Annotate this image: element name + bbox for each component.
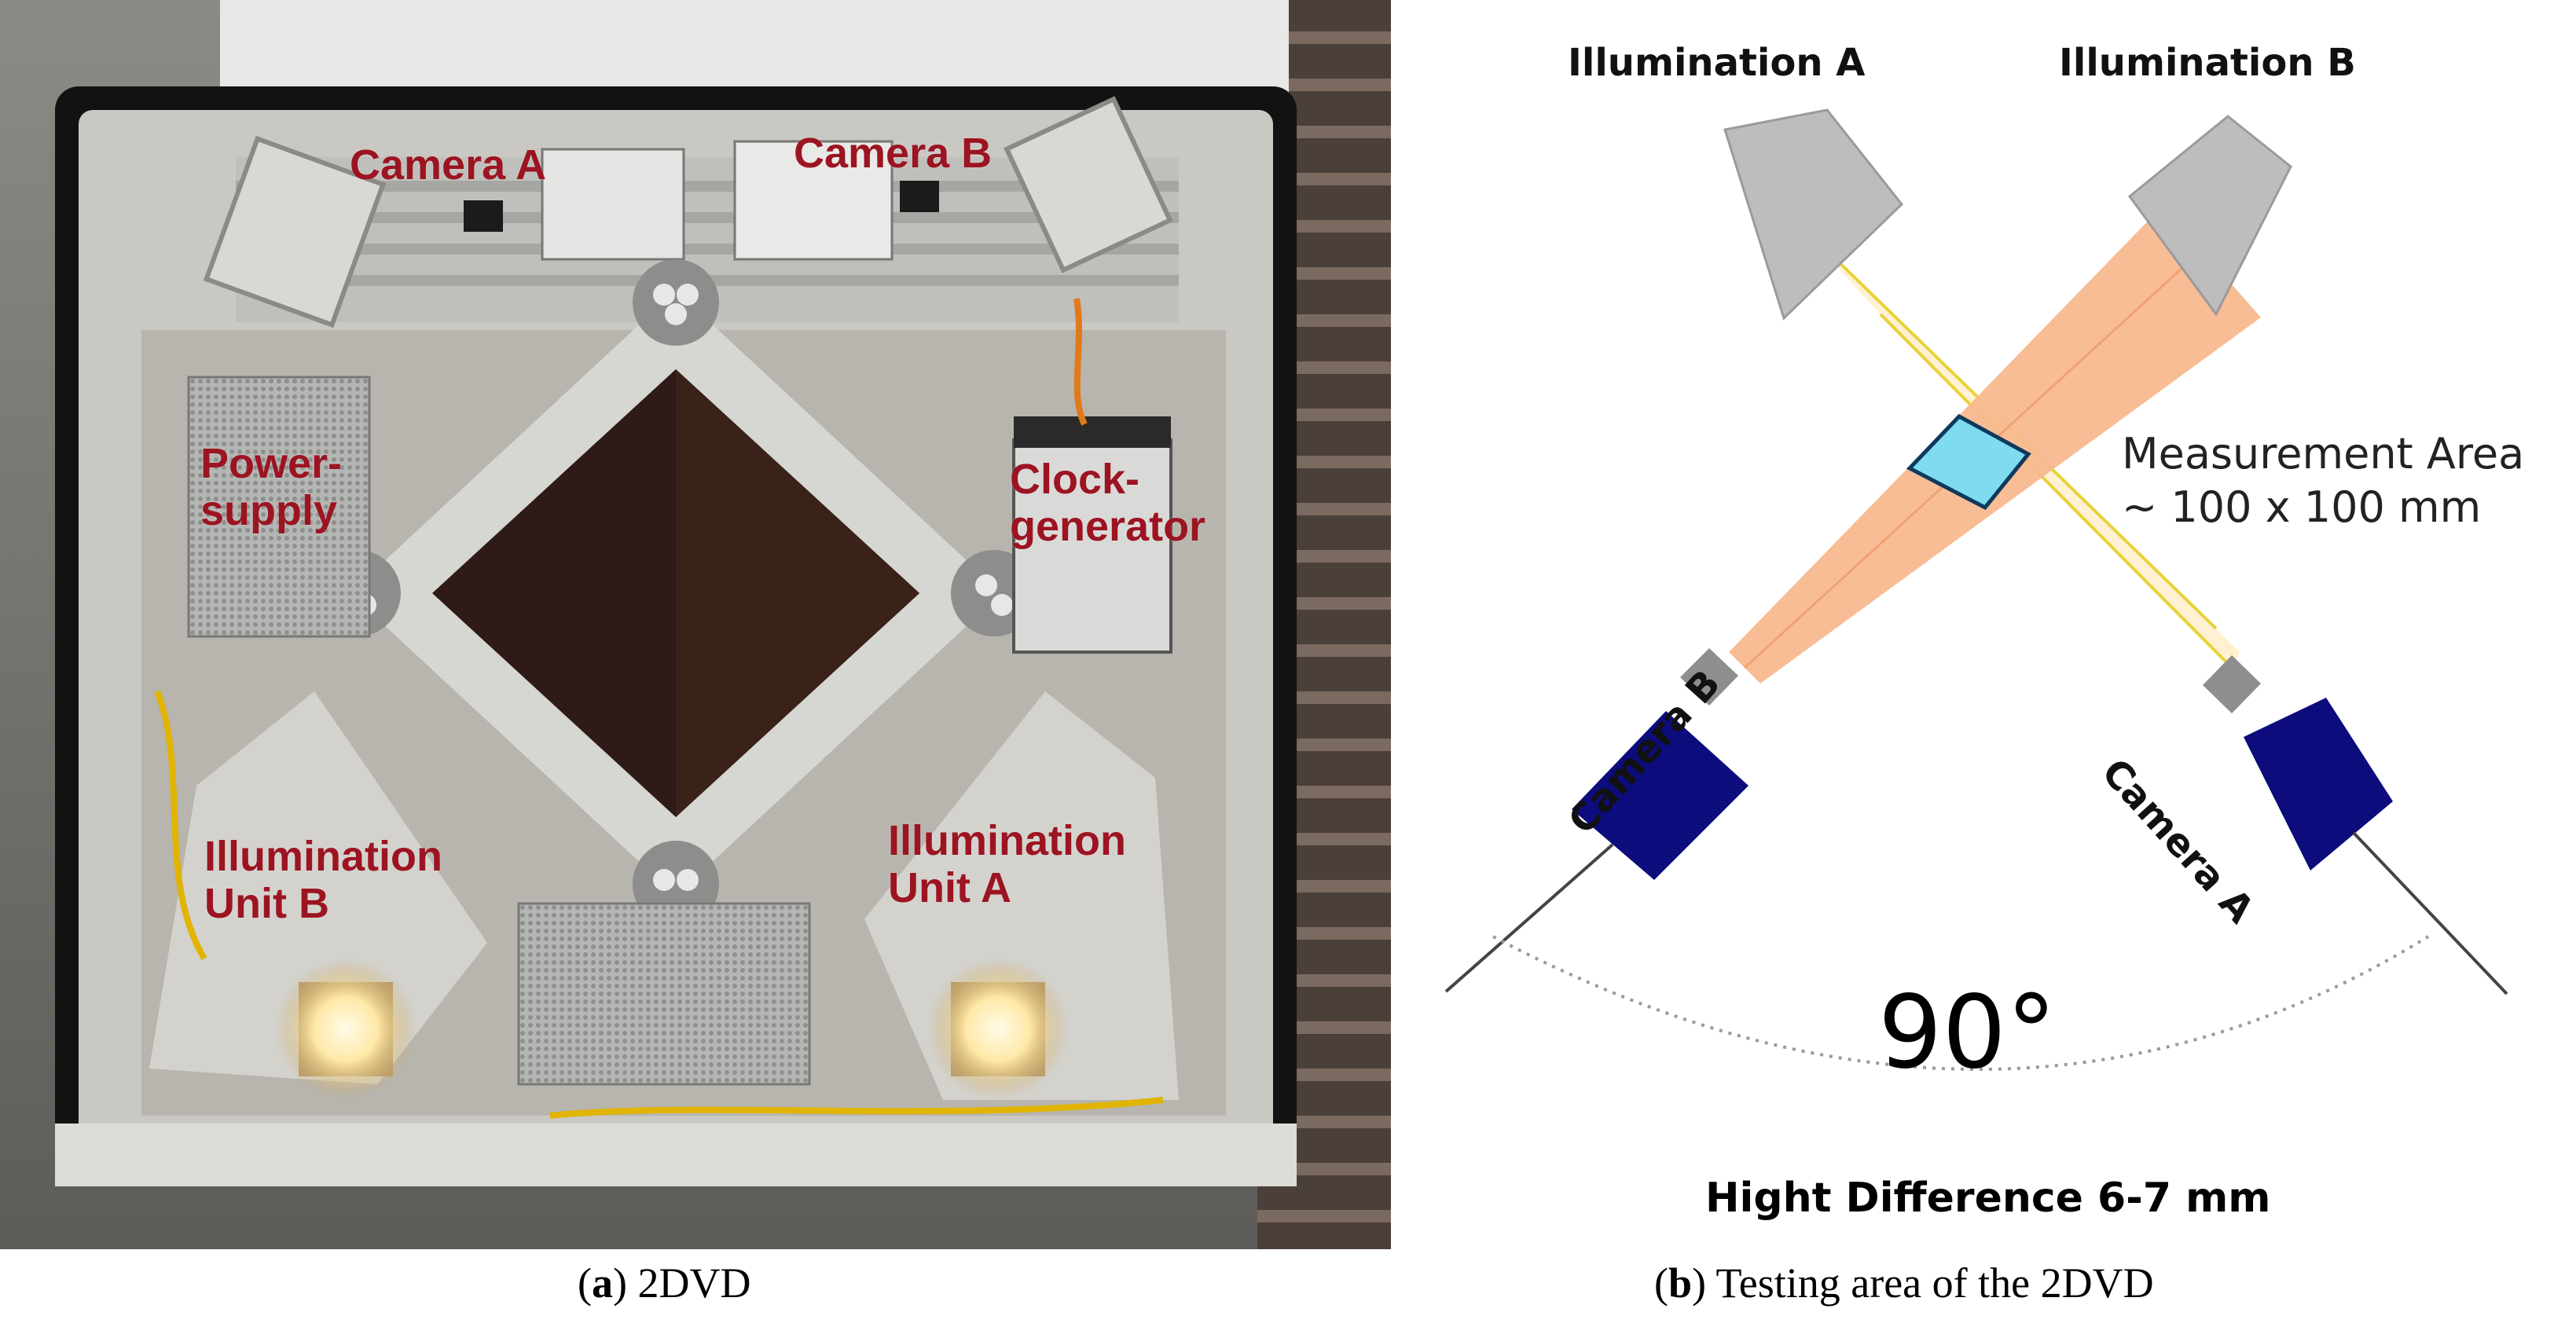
illumination-unit-b-label: Illumination Unit B (204, 833, 442, 927)
camera-a-body (2244, 698, 2393, 871)
illumination-mount-right (1004, 96, 1173, 273)
photo-illustration (0, 0, 1391, 1249)
camera-b-lens (900, 181, 939, 212)
orange-cable (1073, 298, 1088, 426)
open-lid (220, 0, 1289, 94)
testing-area-diagram (1444, 108, 2508, 1071)
angle-label: 90° (1878, 974, 2057, 1091)
lamp-a-glow (927, 959, 1069, 1100)
bottom-power-supply (517, 902, 811, 1086)
lamp-b-glow (275, 959, 416, 1100)
camera-b-cable (1444, 843, 1614, 993)
caption-b-letter: b (1668, 1259, 1693, 1307)
yellow-cable-bottom (549, 1097, 1164, 1119)
beam-a-edge-2 (1879, 313, 2249, 685)
camera-b-body (1572, 711, 1749, 880)
caption-a-letter: a (591, 1259, 613, 1307)
camera-b-label: Camera B (794, 130, 993, 177)
yellow-cable (154, 690, 207, 961)
photo-panel: Camera A Camera B Power- supply Clock- g… (0, 0, 1391, 1249)
caption-b-text: Testing area of the 2DVD (1706, 1259, 2154, 1307)
case-bottom-edge (55, 1124, 1297, 1186)
illumination-unit-a-label: Illumination Unit A (888, 817, 1126, 911)
measurement-area-label: Measurement Area ~ 100 x 100 mm (2122, 429, 2525, 532)
caption-b: (b) Testing area of the 2DVD (1654, 1259, 2154, 1307)
clock-generator-label: Clock- generator (1010, 456, 1206, 550)
measurement-area-shape (1906, 413, 2031, 511)
camera-b-lens (1680, 648, 1738, 706)
camera-a-lens (2203, 655, 2261, 713)
measurement-frame (314, 259, 1037, 927)
illumination-b-label: Illumination B (2059, 41, 2356, 85)
illumination-unit-b-housing (149, 691, 487, 1084)
camera-a-lens (464, 200, 503, 232)
illumination-a-body (1723, 108, 1904, 321)
power-supply-unit (187, 376, 371, 638)
camera-b-box (733, 140, 894, 261)
camera-a-cable (2352, 831, 2508, 995)
illumination-b-body (2127, 115, 2292, 317)
camera-a-box (541, 148, 685, 261)
caption-a: (a) 2DVD (578, 1259, 751, 1307)
diagram-panel: Illumination A Illumination B Measuremen… (1415, 0, 2576, 1249)
illumination-mount-left (203, 135, 387, 328)
clock-generator-connectors (1014, 416, 1171, 448)
camera-a-label: Camera A (350, 141, 547, 189)
caption-a-text: 2DVD (626, 1259, 751, 1307)
height-difference-label: Hight Difference 6-7 mm (1705, 1175, 2271, 1222)
angle-arc (1492, 935, 2430, 1071)
power-supply-label: Power- supply (200, 440, 343, 534)
illumination-a-label: Illumination A (1568, 41, 1866, 85)
